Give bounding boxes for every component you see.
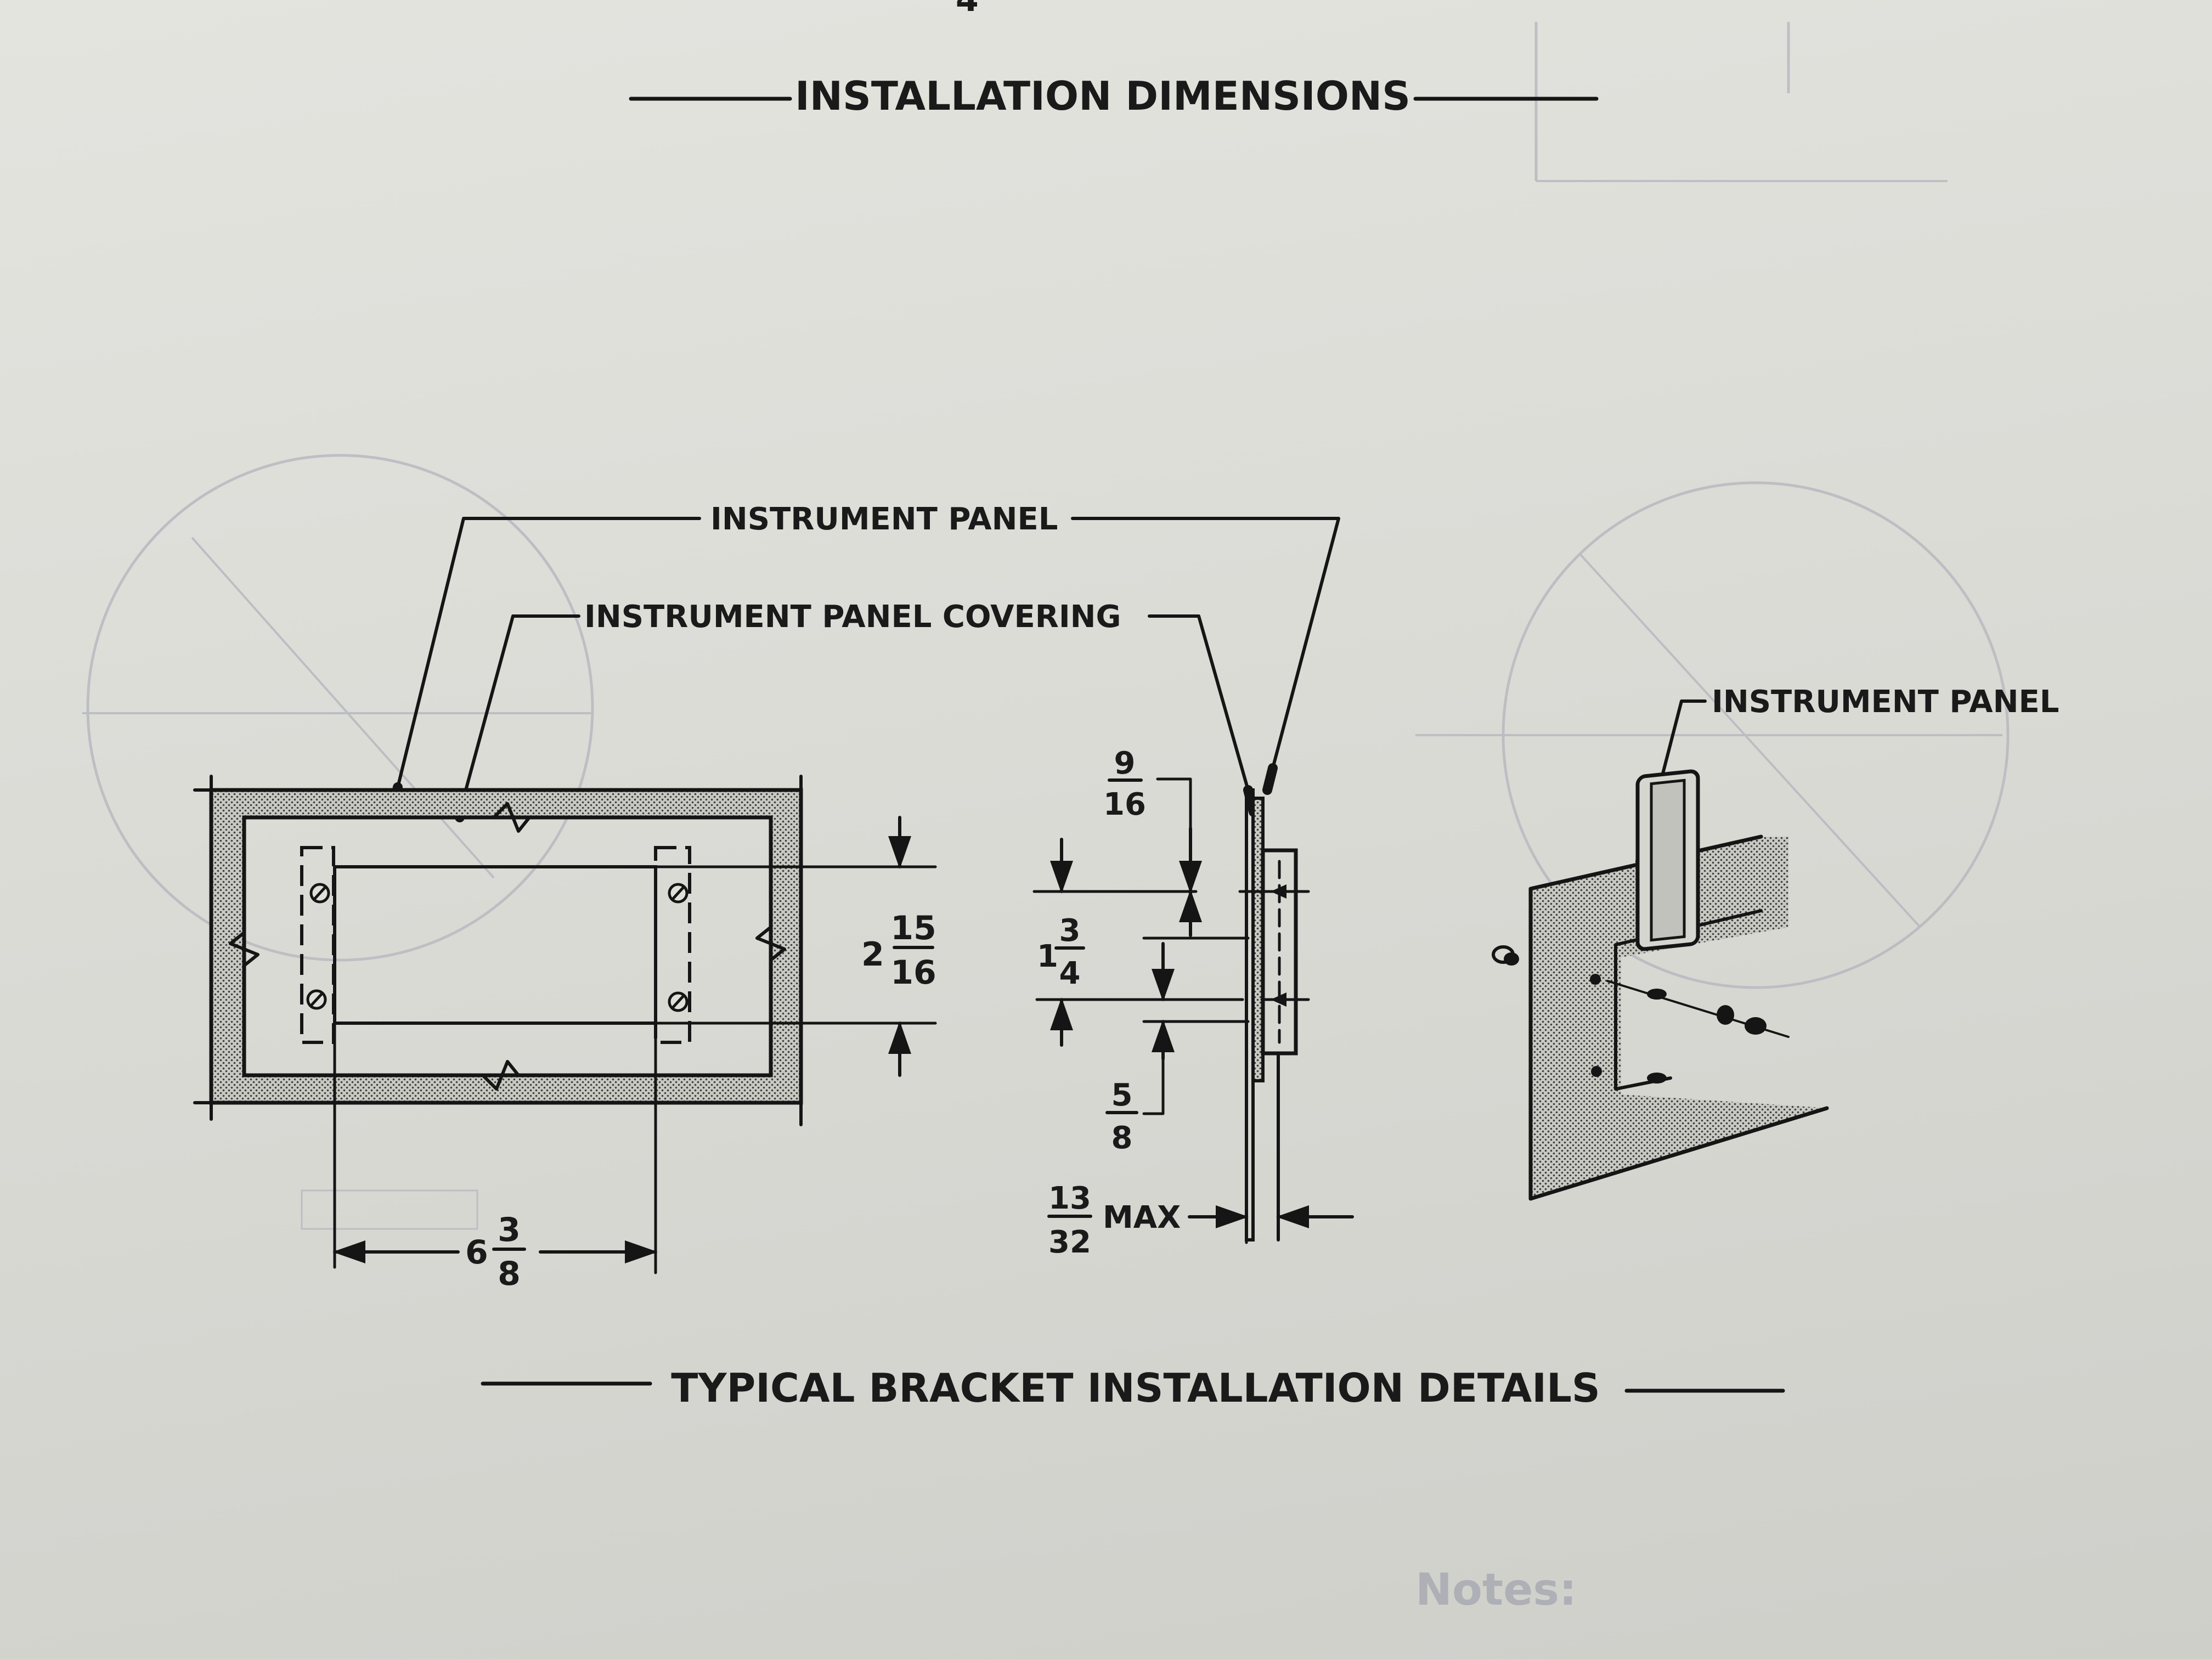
label-instrument-panel: INSTRUMENT PANEL <box>710 501 1058 537</box>
dim-bottom-offset: 5 8 <box>1105 1077 1138 1156</box>
svg-text:2: 2 <box>861 935 884 974</box>
isometric-view <box>1492 769 1830 1201</box>
label-instrument-panel-right: INSTRUMENT PANEL <box>1712 684 2059 720</box>
label-instrument-panel-covering: INSTRUMENT PANEL COVERING <box>584 599 1121 635</box>
svg-text:16: 16 <box>1103 787 1146 822</box>
svg-text:3: 3 <box>498 1211 521 1249</box>
caption: TYPICAL BRACKET INSTALLATION DETAILS <box>671 1365 1600 1411</box>
side-view <box>1032 777 1354 1244</box>
dim-top-offset: 9 16 <box>1103 746 1146 822</box>
dim-height: 2 15 16 <box>861 909 936 992</box>
svg-text:16: 16 <box>890 953 936 992</box>
bleed-through-notes: Notes: <box>1415 1564 1577 1615</box>
svg-text:MAX: MAX <box>1103 1200 1181 1235</box>
page-title: INSTALLATION DIMENSIONS <box>795 73 1410 119</box>
svg-text:6: 6 <box>465 1233 488 1272</box>
svg-text:4: 4 <box>1059 956 1081 991</box>
page-number: 4 <box>956 0 979 19</box>
svg-text:9: 9 <box>1114 746 1136 781</box>
bleed-through-art <box>82 22 2010 1230</box>
svg-text:32: 32 <box>1048 1224 1091 1260</box>
svg-text:8: 8 <box>498 1255 521 1293</box>
svg-text:1: 1 <box>1037 939 1058 974</box>
svg-text:3: 3 <box>1059 913 1081 949</box>
svg-text:8: 8 <box>1111 1120 1133 1156</box>
front-view <box>193 775 937 1274</box>
dim-thickness: 13 32 MAX <box>1047 1181 1181 1260</box>
svg-text:13: 13 <box>1048 1181 1091 1216</box>
dim-spacing: 1 3 4 <box>1037 913 1085 991</box>
dim-width: 6 3 8 <box>465 1211 526 1293</box>
caption-rule <box>481 1381 1785 1393</box>
svg-text:5: 5 <box>1111 1077 1133 1113</box>
svg-text:15: 15 <box>890 909 936 947</box>
